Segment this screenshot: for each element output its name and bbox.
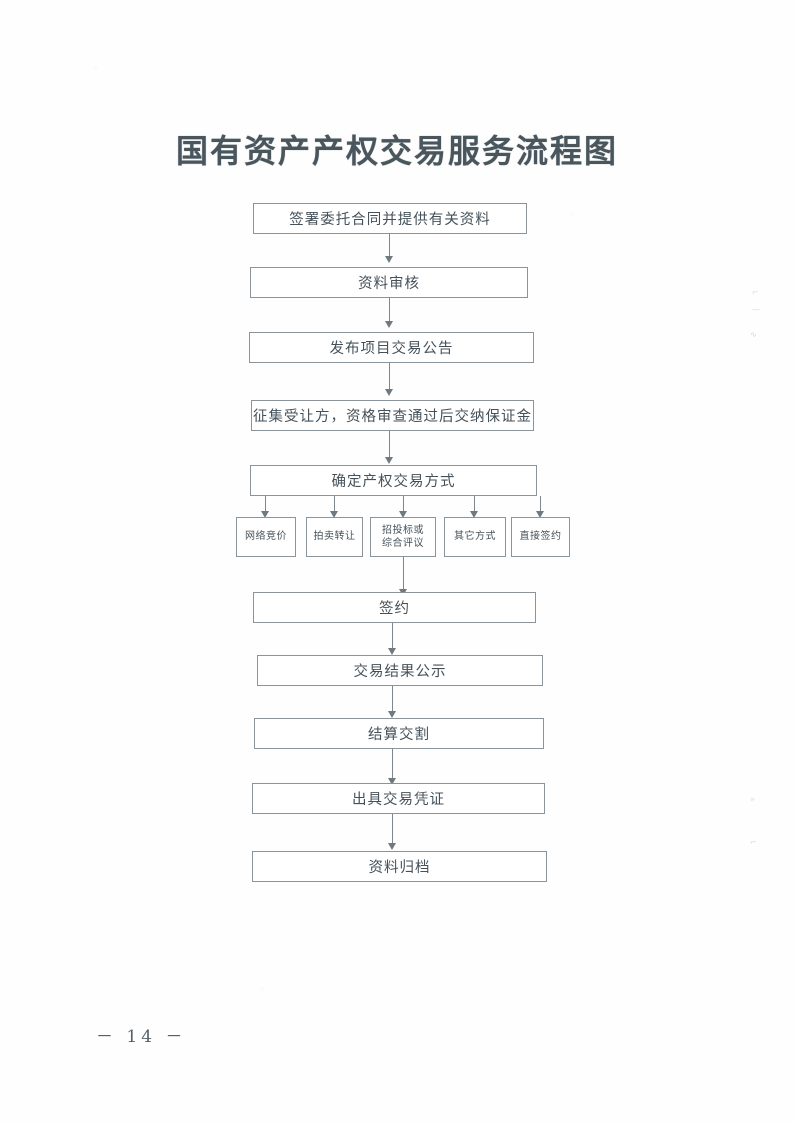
flow-node-settlement-delivery[interactable]: 结算交割 [254,718,544,749]
flow-node-collect-transferee[interactable]: 征集受让方，资格审查通过后交纳保证金 [251,400,534,431]
bleed-mark-3: ∿ [750,330,757,339]
arrow-n5-b1 [261,511,269,518]
flow-node-tender-or-evaluation[interactable]: 招投标或 综合评议 [370,517,436,557]
arrow-n6-n7 [388,648,396,655]
connector-n5-b4 [474,496,475,513]
bleed-mark-2: — [752,305,760,314]
page-number: － 14 － [96,1027,187,1047]
flow-node-other-methods[interactable]: 其它方式 [444,517,506,557]
flow-node-auction-transfer[interactable]: 拍卖转让 [306,517,363,557]
flow-node-direct-signing-label: 直接签约 [519,531,562,543]
flow-node-material-review[interactable]: 资料审核 [250,267,528,298]
connector-n8-n9 [392,749,393,780]
connector-n5-b5 [540,496,541,513]
flow-node-determine-transaction-method[interactable]: 确定产权交易方式 [250,465,537,496]
connector-n5-b3 [403,496,404,513]
connector-n5-b2 [334,496,335,513]
arrow-n5-b2 [330,511,338,518]
flow-node-tender-or-evaluation-line1: 招投标或 [382,524,424,536]
connector-n1-n2 [389,234,390,258]
flow-node-direct-signing[interactable]: 直接签约 [511,517,570,557]
connector-b3-n6 [403,557,404,591]
arrow-n5-b5 [536,511,544,518]
flow-node-sign-contract[interactable]: 签署委托合同并提供有关资料 [253,203,527,234]
arrow-n9-n10 [388,843,396,850]
connector-n9-n10 [392,814,393,845]
arrow-n5-b3 [399,511,407,518]
arrow-n1-n2 [385,256,393,263]
arrow-n5-b4 [470,511,478,518]
connector-n6-n7 [392,623,393,650]
flow-node-online-bidding-label: 网络竞价 [245,531,287,543]
flow-node-result-publicity[interactable]: 交易结果公示 [257,655,543,686]
bleed-mark-1: ⌐ [752,288,759,297]
arrow-n3-n4 [385,389,393,396]
flow-node-publish-announcement[interactable]: 发布项目交易公告 [249,332,534,363]
flow-node-issue-certificate[interactable]: 出具交易凭证 [252,783,545,814]
arrow-n2-n3 [385,321,393,328]
page-title: 国有资产产权交易服务流程图 [175,132,618,170]
connector-n3-n4 [389,363,390,391]
bleed-mark-5: ⌐ [750,838,757,847]
flow-node-signing[interactable]: 签约 [253,592,536,623]
flow-node-archive-materials[interactable]: 资料归档 [252,851,547,882]
connector-n4-n5 [389,431,390,459]
bleed-mark-4: » [750,795,755,804]
connector-n7-n8 [392,686,393,713]
arrow-n7-n8 [388,711,396,718]
flow-node-online-bidding[interactable]: 网络竞价 [236,517,296,557]
connector-n5-b1 [265,496,266,513]
connector-n2-n3 [389,298,390,323]
flow-node-other-methods-label: 其它方式 [454,531,496,543]
flow-node-tender-or-evaluation-line2: 综合评议 [382,538,424,549]
arrow-n4-n5 [385,457,393,464]
arrow-n8-n9 [388,778,396,785]
flow-node-auction-transfer-label: 拍卖转让 [313,531,356,543]
